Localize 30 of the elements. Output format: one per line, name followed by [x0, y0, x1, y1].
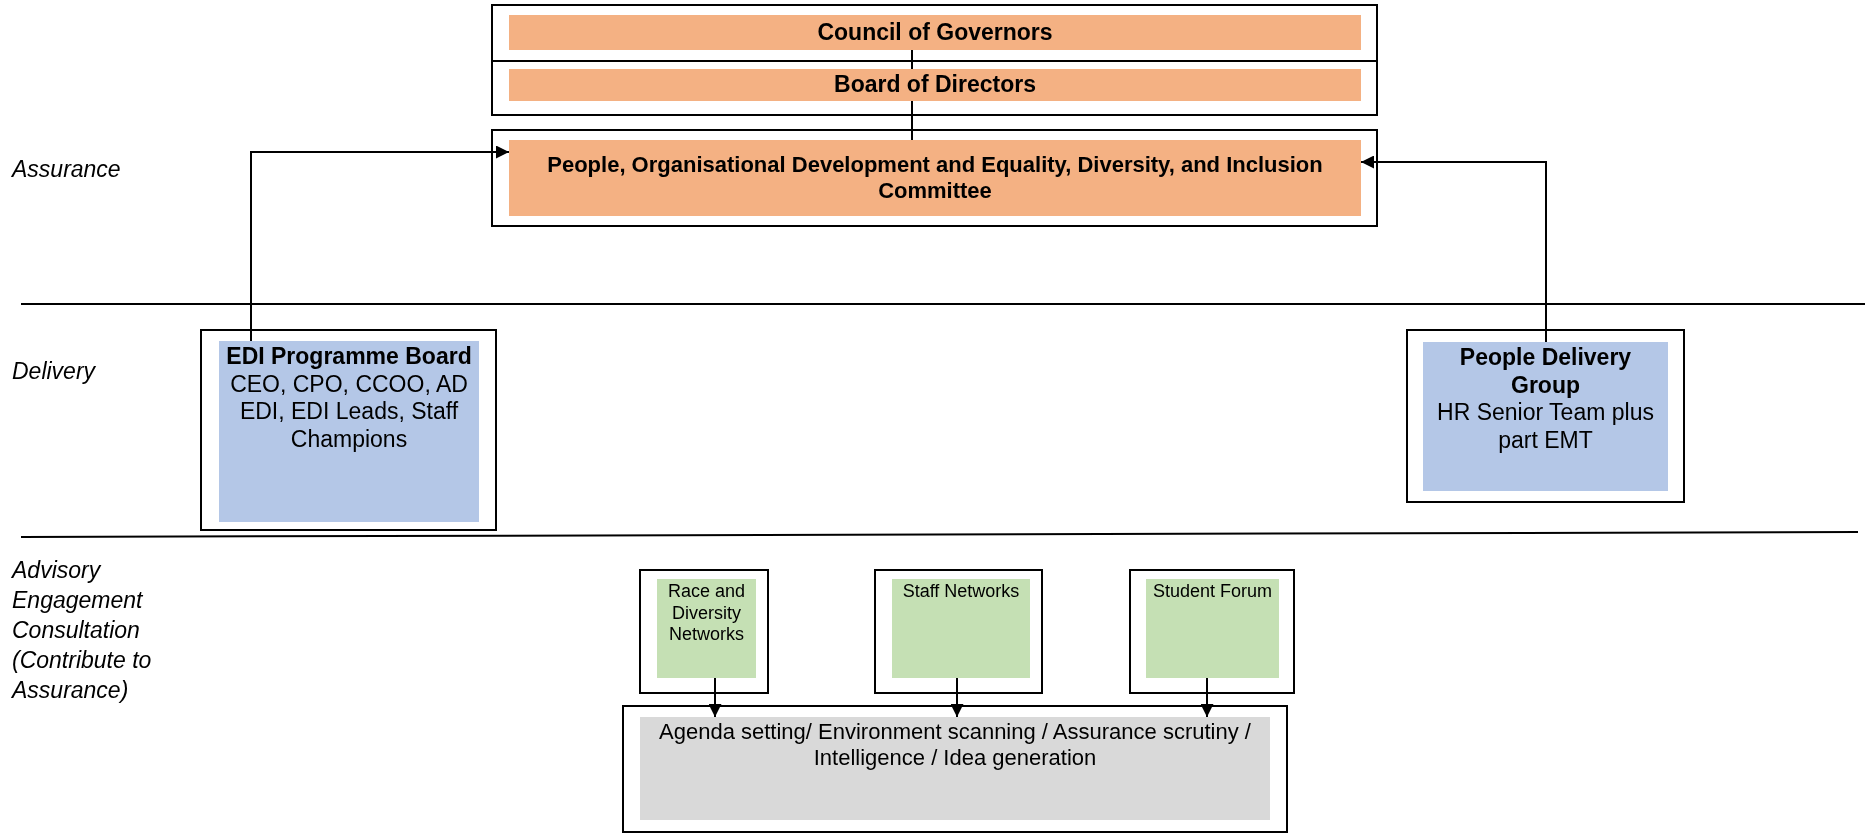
network-box [892, 579, 1030, 678]
governance-box [509, 69, 1361, 101]
network-box [1146, 579, 1279, 678]
connector-line [911, 49, 913, 70]
node-text: Student Forum [1152, 581, 1273, 603]
committee-box [509, 140, 1361, 216]
connector-line [911, 100, 913, 141]
section-label: Advisory Engagement Consultation (Contribute to Assurance) [12, 556, 153, 705]
node-text: CEO, CPO, CCOO, AD EDI, EDI Leads, Staff Champions [229, 370, 469, 454]
network-box [657, 579, 756, 678]
node-title: Council of Governors [817, 18, 1053, 47]
node-text: HR Senior Team plus part EMT [1436, 399, 1655, 455]
node-title: Board of Directors [834, 71, 1036, 99]
node-title: EDI Programme Board [226, 343, 472, 371]
node-title: People Delivery Group [1458, 344, 1633, 400]
node-text: Agenda setting/ Environment scanning / Assurance scrutiny / Intelligence / Idea generation [658, 719, 1252, 772]
node-text: Staff Networks [902, 581, 1020, 603]
arrow [1360, 155, 1547, 343]
node-text: Race and Diversity Networks [666, 581, 747, 646]
activities-box [640, 717, 1270, 820]
arrow [1200, 677, 1214, 718]
delivery-box [219, 341, 479, 522]
section-label: Assurance [12, 155, 122, 184]
node-title: People, Organisational Development and Equality, Diversity, and Inclusion Committee [546, 151, 1324, 205]
arrow [950, 677, 964, 718]
arrow [708, 677, 722, 718]
section-label: Delivery [12, 357, 97, 386]
delivery-box [1423, 342, 1668, 491]
arrow [250, 145, 510, 342]
governance-box [509, 15, 1361, 50]
